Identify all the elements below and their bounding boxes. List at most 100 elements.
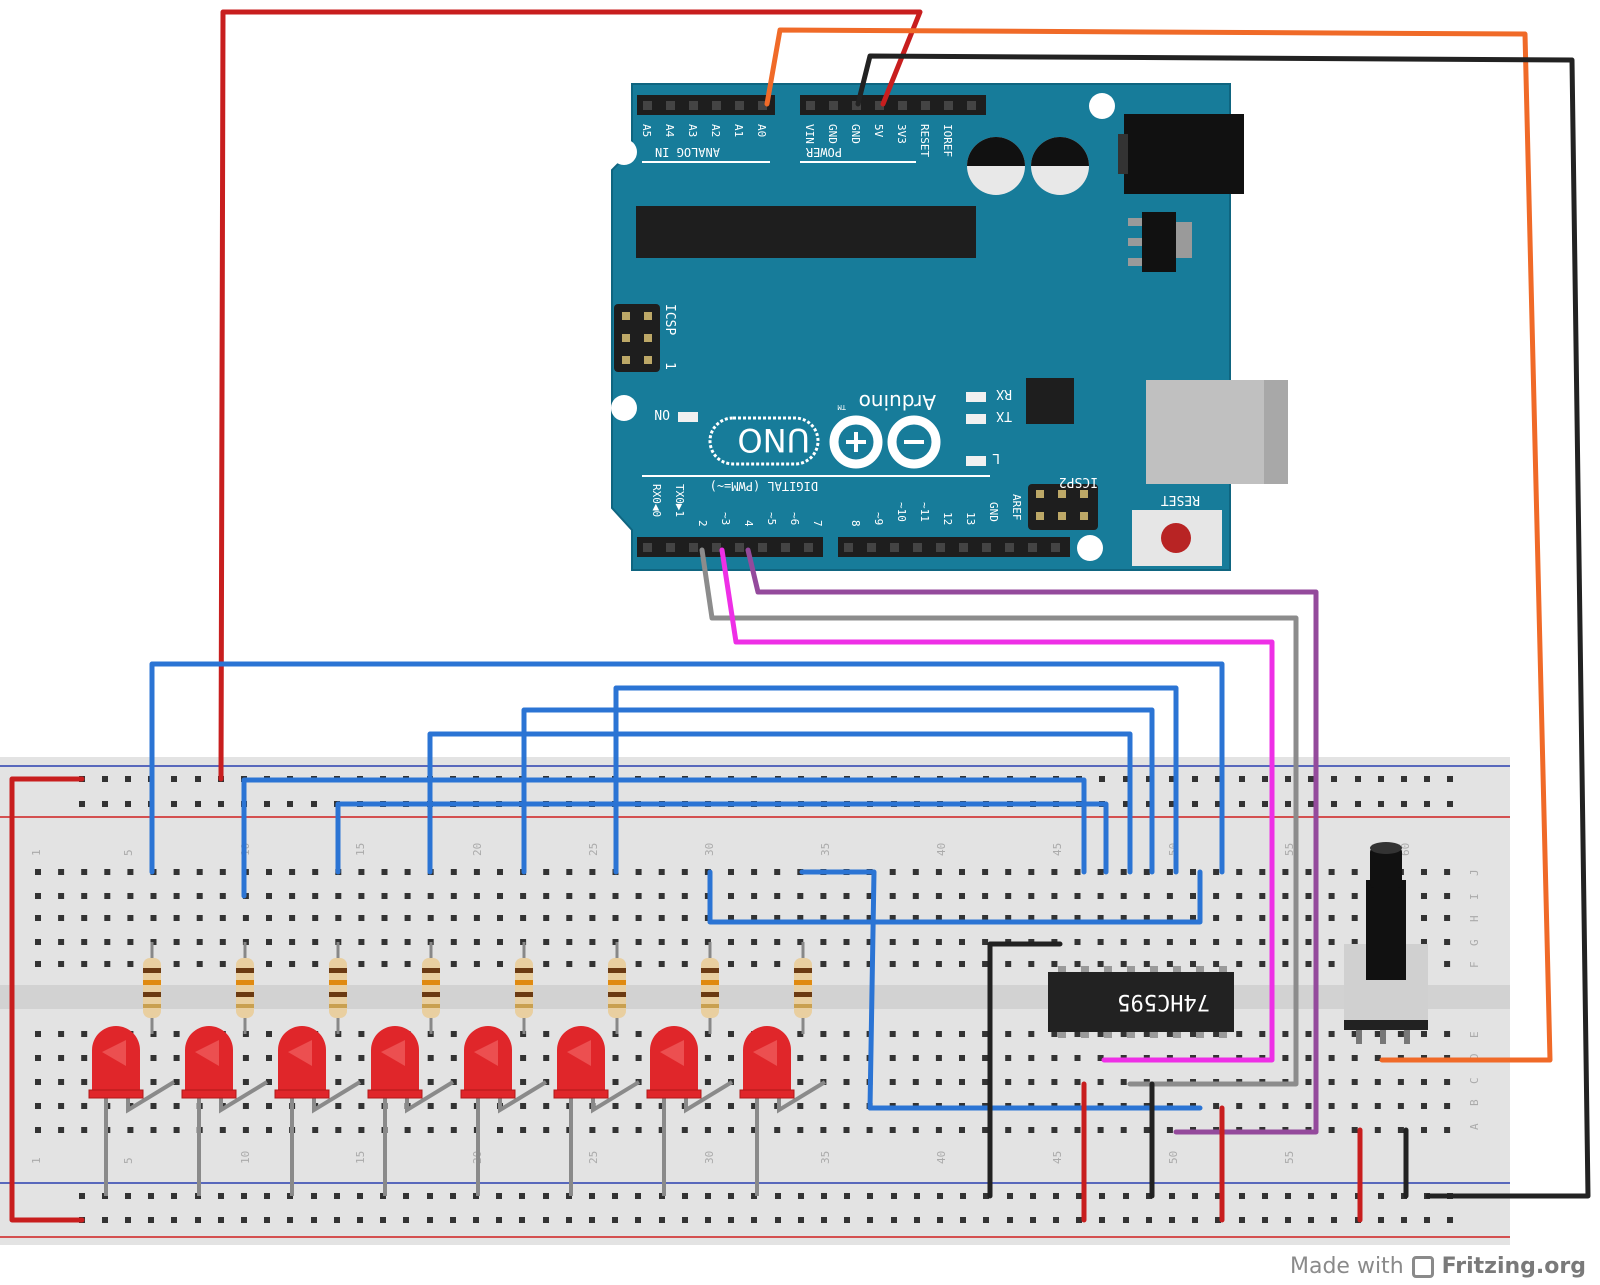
col-num: 45 — [1051, 1151, 1064, 1164]
resistor — [794, 942, 812, 1034]
col-num: 15 — [354, 1151, 367, 1164]
wire-blue-q6 — [613, 685, 1179, 875]
svg-text:I: I — [1468, 893, 1481, 900]
wire-gray-pin2 — [699, 547, 1299, 1087]
col-num: 1 — [30, 849, 43, 856]
led — [367, 1026, 455, 1196]
pin-label: GND — [849, 124, 862, 144]
chip-label: 74HC595 — [1117, 989, 1210, 1014]
breadboard-center-channel — [0, 985, 1510, 1009]
svg-text:J: J — [1468, 869, 1481, 876]
led — [274, 1026, 362, 1196]
icsp-pin1-label: 1 — [662, 362, 677, 370]
l-led — [966, 456, 986, 466]
led — [739, 1026, 827, 1196]
resistor — [143, 942, 161, 1034]
col-num: 35 — [819, 1151, 832, 1164]
analog-header — [637, 95, 775, 115]
uno-logo-frame — [708, 416, 820, 466]
pin-label: TX0▶1 — [673, 484, 686, 517]
svg-text:E: E — [1468, 1031, 1481, 1038]
pin-label: 7 — [811, 520, 824, 527]
digital-label: DIGITAL (PWM=~) — [710, 479, 818, 493]
pin-label: ~11 — [918, 502, 931, 522]
wire-blue-q1 — [149, 661, 1225, 875]
pin-label: 2 — [696, 520, 709, 527]
led — [553, 1026, 641, 1196]
resistor — [515, 942, 533, 1034]
col-num: 25 — [587, 843, 600, 856]
pin-label: RX0◀0 — [650, 484, 663, 517]
col-num: 35 — [819, 843, 832, 856]
col-num: 50 — [1167, 1151, 1180, 1164]
resistor — [329, 942, 347, 1034]
wire-orange-a0 — [764, 27, 1553, 1063]
svg-text:B: B — [1468, 1099, 1481, 1106]
tx-led — [966, 414, 986, 424]
on-led — [678, 412, 698, 422]
on-label: ON — [654, 406, 670, 421]
svg-text:C: C — [1468, 1077, 1481, 1084]
svg-text:D: D — [1468, 1053, 1481, 1060]
usb-chip — [1026, 378, 1074, 424]
pin-label: ~6 — [788, 512, 801, 525]
resistor — [608, 942, 626, 1034]
fritzing-logo-icon — [1411, 1255, 1434, 1278]
mount-hole — [611, 395, 637, 421]
resistor — [701, 942, 719, 1034]
led — [646, 1026, 734, 1196]
wire-blue-q5 — [521, 707, 1155, 875]
microcontroller-chip — [636, 206, 976, 258]
capacitor — [1031, 137, 1089, 195]
wire-purple-pin4 — [745, 547, 1319, 1135]
wire-red-rail — [9, 776, 85, 1223]
pin-label: AREF — [1010, 494, 1023, 521]
col-num: 55 — [1283, 843, 1296, 856]
wire-blue-q2 — [241, 777, 1087, 899]
wire-blue-q7 — [707, 869, 1203, 925]
fritzing-watermark: Made with Fritzing.org — [1290, 1254, 1586, 1279]
uno-label: UNO — [737, 421, 810, 459]
made-with-label: Made with — [1290, 1254, 1404, 1279]
pin-label: 3V3 — [895, 124, 908, 144]
svg-text:H: H — [1468, 915, 1481, 922]
arduino-logo — [829, 415, 941, 469]
pin-label: A3 — [686, 124, 699, 137]
col-num: 30 — [703, 843, 716, 856]
digital-header-low — [637, 537, 823, 557]
pin-label: 5V — [872, 124, 885, 138]
col-num: 30 — [703, 1151, 716, 1164]
col-num: 25 — [587, 1151, 600, 1164]
resistor — [236, 942, 254, 1034]
breadboard-column-numbers-bottom: 1 5 10 15 20 25 30 35 40 45 50 55 — [30, 1151, 1296, 1164]
wire-black-chip-gnd — [987, 941, 1063, 1199]
mount-hole — [1089, 93, 1115, 119]
l-label: L — [992, 450, 1000, 465]
wire-blue-q3 — [335, 801, 1109, 875]
rx-led — [966, 392, 986, 402]
led — [181, 1026, 269, 1196]
pin-label: 8 — [849, 520, 862, 527]
led — [460, 1026, 548, 1196]
fritzing-brand-label: Fritzing.org — [1441, 1254, 1586, 1279]
voltage-regulator — [1142, 212, 1176, 272]
icsp-header — [614, 304, 660, 372]
col-num: 1 — [30, 1157, 43, 1164]
col-num: 55 — [1283, 1151, 1296, 1164]
pin-label: IOREF — [941, 124, 954, 157]
mount-hole — [611, 139, 637, 165]
pin-label: A4 — [663, 124, 676, 138]
col-num: 20 — [471, 843, 484, 856]
pin-label: A5 — [640, 124, 653, 137]
svg-text:A: A — [1468, 1123, 1481, 1130]
svg-text:G: G — [1468, 939, 1481, 946]
svg-text:F: F — [1468, 961, 1481, 968]
resistor — [422, 942, 440, 1034]
mount-hole — [1077, 535, 1103, 561]
pin-label: 13 — [964, 512, 977, 525]
col-num: 40 — [935, 1151, 948, 1164]
led — [88, 1026, 176, 1196]
pin-label: GND — [826, 124, 839, 144]
wire-black-gnd — [855, 53, 1591, 1199]
